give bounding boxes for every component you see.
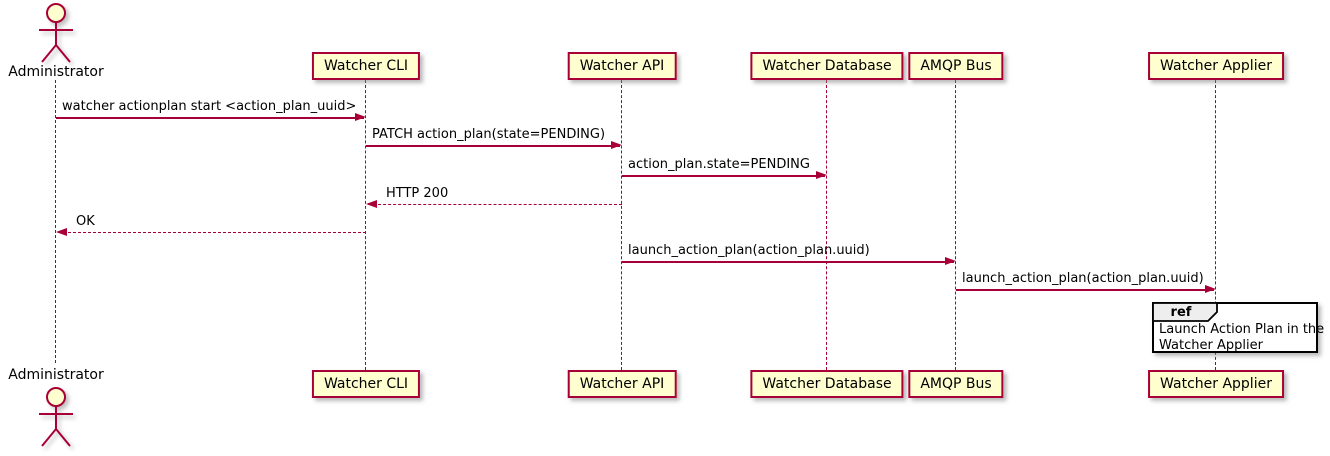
message-arrowhead-icon	[1205, 285, 1216, 293]
message-label: PATCH action_plan(state=PENDING)	[372, 127, 606, 142]
message-arrowhead-icon	[611, 141, 622, 149]
participant-amqp-bus-bottom: AMQP Bus	[908, 370, 1004, 398]
message-line	[622, 261, 954, 263]
lifeline-administrator	[55, 80, 56, 363]
message-label: action_plan.state=PENDING	[628, 157, 810, 172]
participant-watcher-database-top: Watcher Database	[750, 52, 904, 80]
participant-watcher-applier-bottom: Watcher Applier	[1148, 370, 1284, 398]
participant-watcher-cli-bottom: Watcher CLI	[311, 370, 421, 398]
message-line	[366, 145, 620, 147]
message-arrowhead-icon	[355, 113, 366, 121]
lifeline-watcher-api	[621, 80, 622, 370]
participant-watcher-database-bottom: Watcher Database	[750, 370, 904, 398]
administrator-label-bottom: Administrator	[8, 367, 104, 383]
participant-watcher-cli-top: Watcher CLI	[311, 52, 421, 80]
participant-amqp-bus-top: AMQP Bus	[908, 52, 1004, 80]
person-icon	[39, 3, 73, 63]
message-label: OK	[76, 214, 95, 229]
message-arrowhead-icon	[945, 257, 956, 265]
ref-keyword: ref	[1170, 305, 1192, 320]
message-label: launch_action_plan(action_plan.uuid)	[628, 243, 870, 258]
lifeline-amqp-bus	[955, 80, 956, 370]
participant-watcher-applier-top: Watcher Applier	[1148, 52, 1284, 80]
administrator-actor-icon-bottom	[34, 386, 78, 452]
message-label: watcher actionplan start <action_plan_uu…	[62, 99, 357, 114]
lifeline-watcher-applier	[1215, 80, 1216, 370]
message-label: launch_action_plan(action_plan.uuid)	[962, 271, 1204, 286]
message-arrowhead-icon	[56, 228, 67, 236]
message-line	[58, 232, 366, 233]
message-line	[622, 175, 825, 177]
ref-text-line: Watcher Applier	[1159, 338, 1263, 353]
administrator-label-top: Administrator	[8, 64, 104, 80]
message-label: HTTP 200	[386, 186, 449, 201]
ref-text-line: Launch Action Plan in the	[1159, 322, 1325, 337]
lifeline-watcher-cli	[365, 80, 366, 370]
message-arrowhead-icon	[366, 200, 377, 208]
participant-watcher-api-top: Watcher API	[567, 52, 677, 80]
lifeline-watcher-database	[826, 80, 827, 370]
message-line	[56, 117, 364, 119]
participant-watcher-api-bottom: Watcher API	[567, 370, 677, 398]
message-arrowhead-icon	[816, 171, 827, 179]
message-line	[368, 204, 622, 205]
message-line	[956, 289, 1214, 291]
ref-tab	[1152, 302, 1222, 328]
person-icon	[39, 387, 73, 447]
administrator-actor-icon-top	[34, 2, 78, 68]
